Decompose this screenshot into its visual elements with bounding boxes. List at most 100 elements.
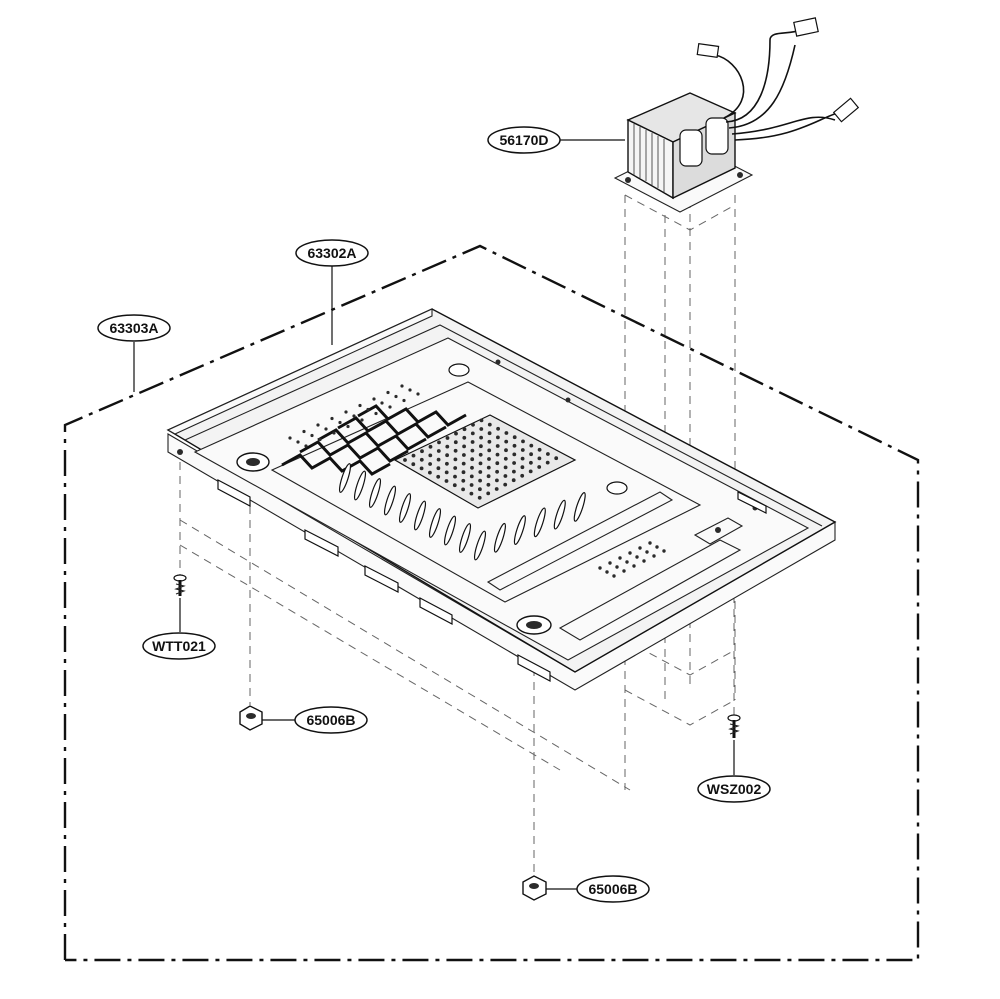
vent-hole: [529, 443, 534, 448]
vent-hole: [366, 407, 370, 412]
vent-hole: [494, 487, 499, 491]
louver-slot: [473, 530, 487, 561]
vent-hole: [496, 435, 500, 440]
vent-hole: [436, 457, 441, 462]
vent-hole: [478, 452, 483, 457]
vent-hole: [537, 447, 542, 452]
right-vent-patch: [598, 541, 666, 578]
callout-screw-left-label: WTT021: [152, 638, 206, 654]
vent-hole: [511, 478, 516, 483]
screw-right: [727, 714, 741, 738]
vent-hole: [503, 474, 508, 478]
edge-tabs: [217, 479, 767, 682]
vent-hole: [662, 549, 666, 553]
base-plate: [166, 308, 837, 691]
vent-hole: [618, 556, 622, 560]
vent-hole: [419, 457, 424, 462]
vent-hole: [477, 495, 482, 500]
vent-hole: [512, 435, 517, 440]
vent-hole: [358, 403, 362, 408]
vent-hole: [520, 448, 525, 452]
vent-hole: [402, 398, 406, 403]
callout-screw-right-label: WSZ002: [707, 781, 762, 797]
vent-hole: [444, 479, 449, 483]
vent-hole: [330, 416, 334, 421]
vent-hole: [470, 465, 474, 470]
vent-hole: [416, 392, 420, 396]
vent-hole: [504, 448, 508, 453]
vent-hole: [554, 456, 559, 461]
vent-hole: [324, 427, 328, 431]
vent-hole: [486, 465, 491, 470]
louver-slot: [353, 470, 367, 501]
vent-hole: [453, 448, 458, 453]
vent-hole: [318, 437, 322, 442]
callout-nut-bottom: 65006B: [576, 875, 650, 903]
vent-hole: [428, 453, 433, 458]
callout-base-assembly-label: 63303A: [109, 320, 158, 336]
vent-hole: [479, 435, 483, 440]
vent-hole: [408, 388, 412, 392]
louver-slot: [443, 515, 457, 546]
vent-hole: [642, 559, 646, 563]
vent-hole: [344, 410, 348, 414]
vent-hole: [529, 452, 533, 457]
vent-hole: [296, 440, 300, 444]
vent-hole: [486, 474, 491, 479]
vent-hole: [445, 453, 449, 458]
vent-hole: [478, 470, 483, 474]
vent-hole: [437, 440, 441, 445]
vent-hole: [411, 462, 416, 467]
vent-hole: [388, 405, 392, 409]
vent-hole: [453, 474, 457, 479]
vent-hole: [479, 427, 484, 431]
perforations: [288, 384, 420, 448]
vent-hole: [520, 473, 525, 478]
grille-holes: [403, 418, 559, 500]
vent-hole: [445, 444, 450, 449]
vent-hole: [546, 452, 550, 456]
vent-hole: [622, 569, 626, 573]
vent-hole: [346, 424, 350, 429]
vent-hole: [608, 561, 612, 565]
vent-hole: [338, 420, 342, 425]
zigzag-vents: [281, 404, 467, 476]
assembly-boundary: [63, 244, 920, 962]
callout-screw-left: WTT021: [142, 632, 216, 660]
vent-hole: [495, 452, 500, 457]
leader-lines: [133, 139, 735, 890]
nut-left: [239, 705, 263, 731]
callout-nut-left-label: 65006B: [306, 712, 355, 728]
nut-bottom: [522, 875, 547, 901]
vent-hole: [470, 440, 475, 444]
vent-hole: [332, 431, 336, 435]
louver-slot: [383, 485, 397, 516]
vent-hole: [419, 466, 424, 471]
callout-transformer-label: 56170D: [499, 132, 548, 148]
vent-hole: [436, 466, 441, 471]
vent-hole: [632, 564, 636, 568]
vent-hole: [454, 431, 458, 436]
vent-hole: [615, 565, 619, 569]
vent-hole: [360, 418, 364, 422]
vent-hole: [528, 469, 533, 474]
vent-hole: [372, 397, 376, 401]
vent-hole: [612, 574, 616, 578]
vent-hole: [504, 431, 509, 435]
vent-hole: [605, 570, 609, 574]
callout-base-plate-label: 63302A: [307, 245, 356, 261]
vent-hole: [512, 469, 516, 474]
louver-slot: [513, 515, 526, 545]
vent-hole: [503, 465, 508, 470]
vent-hole: [487, 431, 492, 436]
vent-hole: [445, 461, 449, 466]
vent-hole: [537, 456, 542, 461]
vent-hole: [436, 474, 441, 479]
vent-hole: [487, 422, 492, 427]
vent-hole: [316, 423, 320, 427]
vent-hole: [394, 394, 398, 399]
vent-hole: [461, 487, 465, 492]
vent-hole: [470, 431, 475, 436]
